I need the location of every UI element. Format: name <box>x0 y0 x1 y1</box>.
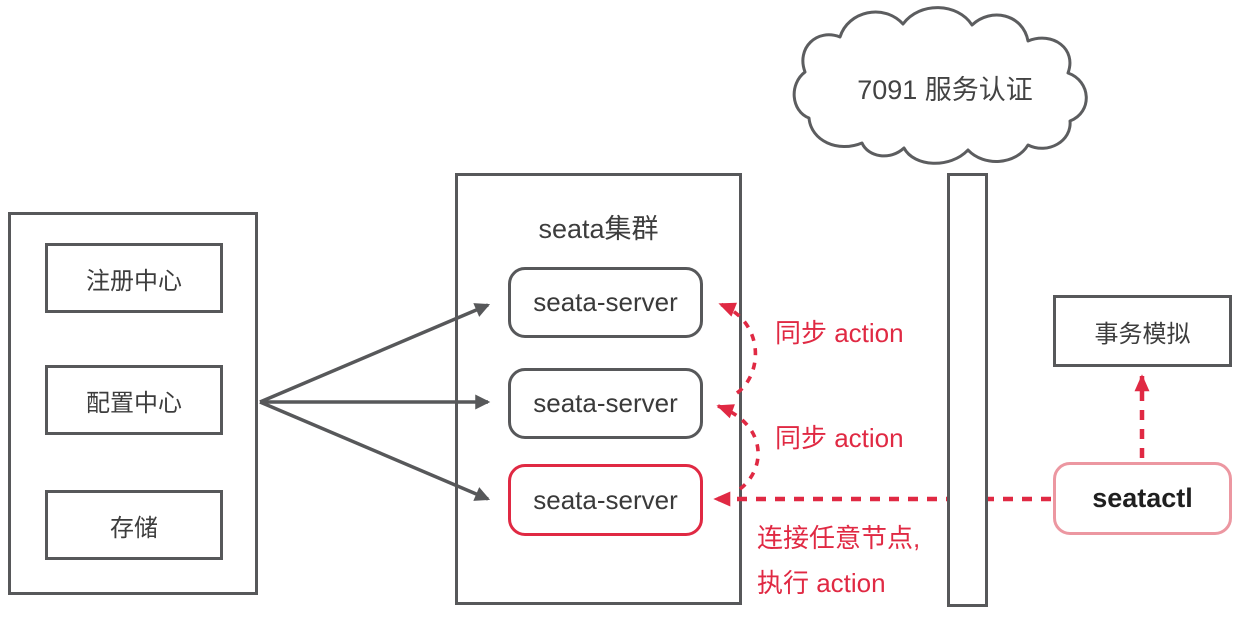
storage-label: 存储 <box>110 514 158 542</box>
connect-note: 连接任意节点, 执行 action <box>757 516 920 606</box>
seata-server-2: seata-server <box>508 368 703 439</box>
sync-action-label-2: 同步 action <box>775 423 904 453</box>
auth-cloud-label: 7091 服务认证 <box>857 75 1033 105</box>
sync-action-label-1: 同步 action <box>775 318 904 348</box>
seatactl-box: seatactl <box>1053 462 1232 535</box>
seata-server-3-label: seata-server <box>533 484 678 515</box>
seata-server-1-label: seata-server <box>533 287 678 317</box>
fan-arrow-to-server-1 <box>259 303 491 404</box>
registry-center-box: 注册中心 <box>45 243 223 313</box>
storage-box: 存储 <box>45 490 223 560</box>
transaction-sim-box: 事务模拟 <box>1053 295 1232 367</box>
config-center-label: 配置中心 <box>86 389 182 417</box>
config-center-box: 配置中心 <box>45 365 223 435</box>
connect-note-line-2: 执行 action <box>757 568 886 598</box>
connect-note-line-1: 连接任意节点, <box>757 523 921 553</box>
seatactl-label: seatactl <box>1092 483 1193 513</box>
transaction-sim-label: 事务模拟 <box>1094 320 1191 348</box>
seata-server-2-label: seata-server <box>533 388 678 418</box>
seata-cluster-title: seata集群 <box>538 214 659 244</box>
seata-server-1: seata-server <box>508 267 703 338</box>
auth-wall <box>947 173 988 607</box>
seata-server-3: seata-server <box>508 464 703 536</box>
registry-center-label: 注册中心 <box>86 267 182 295</box>
fan-arrow-to-server-3 <box>259 400 491 501</box>
